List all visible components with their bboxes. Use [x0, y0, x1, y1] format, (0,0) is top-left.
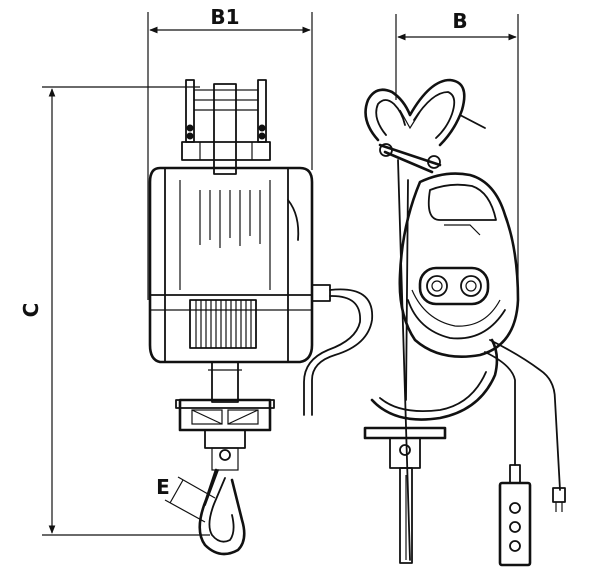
pulley-block [175, 398, 275, 471]
hoist-front-view [148, 79, 373, 556]
side-clamp [363, 426, 447, 564]
rope-drum [189, 299, 257, 349]
power-cable [303, 284, 373, 416]
e-extension-lower [164, 499, 206, 523]
label-c: C [19, 303, 43, 318]
pendant-control [498, 481, 532, 567]
pendant-button-1 [509, 502, 521, 514]
side-body [398, 172, 520, 358]
motor-housing [148, 166, 314, 364]
pendant-cable [484, 339, 566, 512]
top-hook [364, 78, 486, 174]
control-socket [418, 266, 490, 306]
cooling-fins [199, 190, 261, 248]
dimension-b: B [395, 9, 519, 300]
load-hook [198, 468, 246, 556]
label-b: B [452, 9, 467, 33]
pendant-button-3 [509, 540, 521, 552]
pendant-button-2 [509, 521, 521, 533]
lower-shaft [206, 361, 244, 403]
hoist-side-view [363, 78, 566, 567]
label-b1: B1 [210, 5, 239, 29]
e-dimension-line [169, 479, 184, 504]
dimension-b1: B1 [147, 5, 313, 300]
dimension-c: C [19, 86, 210, 536]
mounting-bracket [181, 79, 271, 175]
label-e: E [156, 475, 170, 499]
